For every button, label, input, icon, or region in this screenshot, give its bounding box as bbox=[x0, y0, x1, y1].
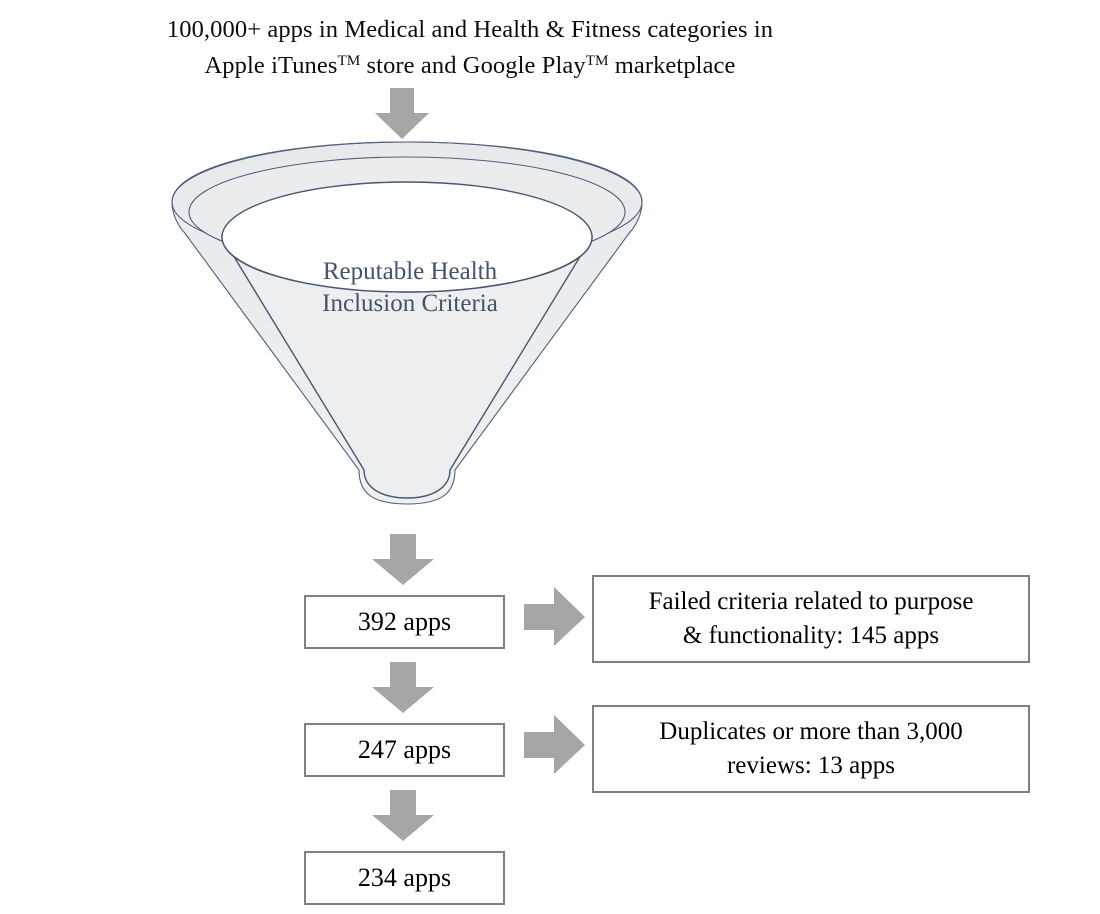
exclusion-box-failed-criteria-text: Failed criteria related to purpose & fun… bbox=[649, 585, 974, 653]
count-box-247-label: 247 apps bbox=[357, 735, 452, 764]
exclusion-box-failed-criteria-line-1: Failed criteria related to purpose bbox=[648, 588, 974, 615]
trademark-symbol-googleplay: TM bbox=[585, 52, 609, 70]
exclusion-box-duplicates-line-1: Duplicates or more than 3,000 bbox=[659, 718, 963, 745]
funnel-graphic bbox=[160, 140, 660, 535]
page-title-line-2: Apple iTunesTM store and Google PlayTM m… bbox=[60, 48, 880, 84]
down-arrow-icon-247-to-234 bbox=[370, 790, 436, 842]
count-box-392: 392 apps bbox=[304, 595, 505, 649]
exclusion-box-duplicates-line-2: reviews: 13 apps bbox=[726, 752, 896, 779]
page-title-line-2-part-3: marketplace bbox=[608, 52, 736, 79]
count-box-234-label: 234 apps bbox=[357, 863, 452, 892]
exclusion-box-duplicates: Duplicates or more than 3,000 reviews: 1… bbox=[592, 705, 1030, 793]
exclusion-box-failed-criteria-line-2: & functionality: 145 apps bbox=[682, 622, 940, 649]
trademark-symbol-itunes: TM bbox=[337, 52, 361, 70]
page-title-line-2-part-2: store and Google Play bbox=[360, 52, 586, 79]
down-arrow-icon-funnel-to-392 bbox=[370, 534, 436, 586]
page-title-line-2-part-1: Apple iTunes bbox=[204, 52, 338, 79]
right-arrow-icon-392-to-failed bbox=[524, 586, 586, 648]
page-title-line-1: 100,000+ apps in Medical and Health & Fi… bbox=[166, 16, 774, 43]
right-arrow-icon-247-to-duplicates bbox=[524, 714, 586, 776]
count-box-392-label: 392 apps bbox=[357, 607, 452, 636]
down-arrow-icon-392-to-247 bbox=[370, 662, 436, 714]
count-box-234: 234 apps bbox=[304, 851, 505, 905]
down-arrow-icon-top bbox=[374, 88, 430, 140]
funnel-inner-rim bbox=[221, 181, 593, 293]
exclusion-box-duplicates-text: Duplicates or more than 3,000 reviews: 1… bbox=[659, 715, 962, 783]
exclusion-box-failed-criteria: Failed criteria related to purpose & fun… bbox=[592, 575, 1030, 663]
count-box-247: 247 apps bbox=[304, 723, 505, 777]
page-title: 100,000+ apps in Medical and Health & Fi… bbox=[60, 12, 880, 84]
